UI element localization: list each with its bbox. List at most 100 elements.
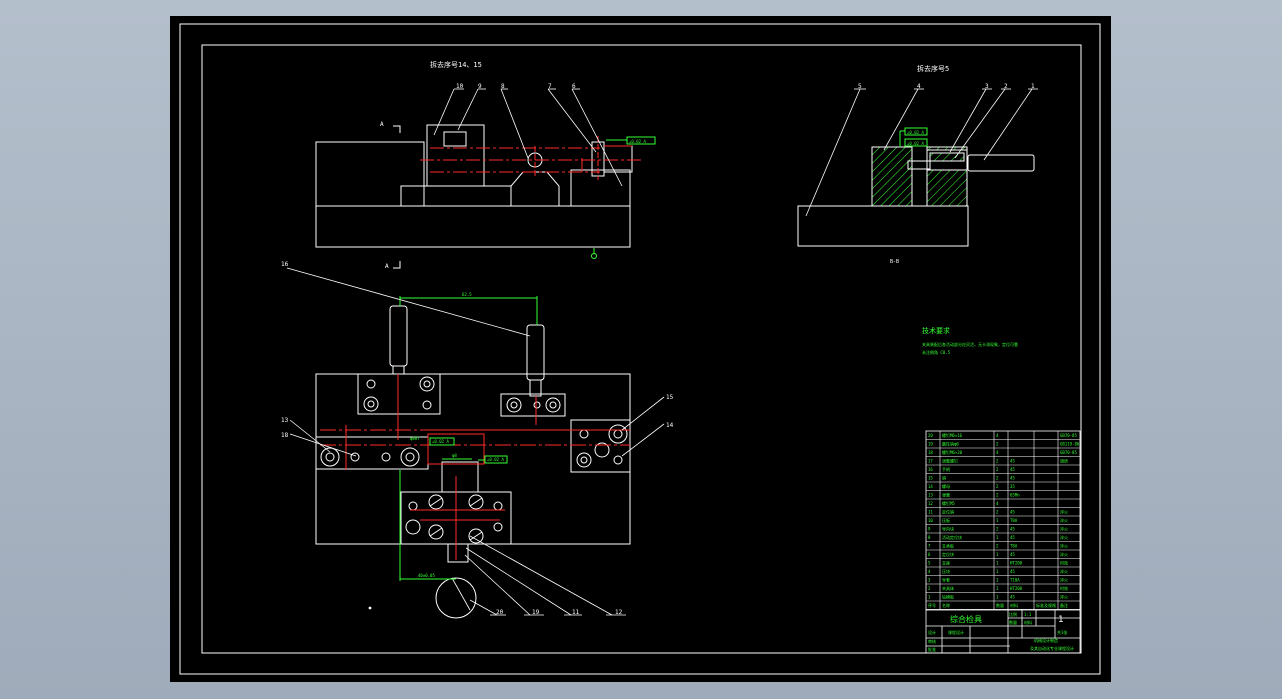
bom-cell: 45 xyxy=(1010,476,1015,481)
tolerance-5: ⊥0.02 A xyxy=(487,457,504,462)
bom-cell: 45 xyxy=(1010,467,1015,472)
title-approver-label: 批准 xyxy=(928,646,936,652)
bom-cell: 螺母 xyxy=(942,483,950,489)
title-scale-value: 1:1 xyxy=(1024,612,1032,617)
balloon-1: 1 xyxy=(1031,83,1035,90)
clamp-window xyxy=(443,131,467,147)
drawing-sheet xyxy=(170,16,1111,682)
balloon-9: 9 xyxy=(478,83,482,90)
notes-line-1: 夹具装配后各活动部分应灵活，无卡滞现象，定位可靠 xyxy=(922,341,1018,347)
balloon-18: 18 xyxy=(281,432,289,439)
bom-cell: 弹簧 xyxy=(942,492,950,498)
balloon-16: 16 xyxy=(281,261,289,268)
balloon-8: 8 xyxy=(501,83,505,90)
title-block: 综合检具 比例 1:1 1 数量 材料 共1张 设计 课程设计 审核 批准 机械… xyxy=(925,609,1081,654)
support-hatched xyxy=(871,146,913,207)
right-block xyxy=(570,169,631,207)
bom-cell: 2 xyxy=(996,493,999,498)
bom-cell: 45 xyxy=(1010,595,1015,600)
bom-cell: 45 xyxy=(1010,552,1015,557)
bom-cell: 35 xyxy=(1010,484,1015,489)
tolerance-left: ⊥0.02 A xyxy=(591,136,656,259)
bom-cell: 支承板 xyxy=(942,543,954,549)
bom-cell: 手柄 xyxy=(942,466,950,472)
title-scale-label: 比例 xyxy=(1009,611,1017,617)
balloon-13: 13 xyxy=(281,417,289,424)
title-name: 综合检具 xyxy=(950,614,982,624)
dim-fit: φ8H7 xyxy=(410,436,420,441)
bom-cell: 时效 xyxy=(1060,560,1068,566)
bom-cell: 导套 xyxy=(942,577,950,583)
bom-cell: HT200 xyxy=(1010,586,1023,591)
bom-cell: 1 xyxy=(996,552,999,557)
dimensions-plan: 62.5 40±0.05 ⊥0.02 A ⊥0.02 A φ8 φ8H7 xyxy=(399,292,538,581)
balloons-top-left: 10 9 8 7 6 xyxy=(433,83,623,187)
bom-cell: 2 xyxy=(996,442,999,447)
bom-cell: T8A xyxy=(1010,544,1018,549)
title-checker-label: 审核 xyxy=(928,638,936,644)
tolerance-3: ⊥0.02 A xyxy=(907,141,924,146)
bom-cell: 淬火 xyxy=(1060,551,1068,557)
bom-cell: 淬火 xyxy=(1060,534,1068,540)
bom-cell: 1 xyxy=(996,578,999,583)
title-designer: 课程设计 xyxy=(948,629,964,635)
bom-cell: 淬火 xyxy=(1060,568,1068,574)
bom-cell: 4 xyxy=(996,433,999,438)
balloon-10: 10 xyxy=(456,83,464,90)
bore-insert xyxy=(929,152,965,162)
bom-cell: 11 xyxy=(928,510,933,515)
bom-cell: 销 xyxy=(942,475,946,481)
dim-bottom-width: 40±0.05 xyxy=(418,573,435,578)
tolerance-right: ⊥0.02 A ⊥0.02 A xyxy=(899,127,928,147)
bom-cell: 压块 xyxy=(942,568,950,574)
dim-top-width: 62.5 xyxy=(462,292,472,297)
balloon-20: 20 xyxy=(496,609,504,616)
bom-cell: 20 xyxy=(928,433,933,438)
tolerance-1: ⊥0.02 A xyxy=(629,139,646,144)
bom-cell: GB70-85 xyxy=(1060,433,1077,438)
notes-line-2: 未注倒角 C0.5 xyxy=(922,349,951,355)
bom-cell: 2 xyxy=(996,467,999,472)
bom-cell: 45 xyxy=(1010,510,1015,515)
bom-cell: 45 xyxy=(1010,527,1015,532)
bom-header-cell: 备注 xyxy=(1060,602,1068,608)
section-label-a-bottom: A xyxy=(385,263,389,270)
bom-cell: 15 xyxy=(928,476,933,481)
centerlines-left xyxy=(420,136,642,180)
title-designer-label: 设计 xyxy=(928,629,936,635)
bom-cell: 2 xyxy=(996,510,999,515)
bom-cell: 12 xyxy=(928,501,933,506)
balloons-top-right: 5 4 3 2 1 xyxy=(805,83,1038,217)
view-title-1: 拆去序号14、15 xyxy=(430,60,482,69)
bom-cell: 夹具体 xyxy=(942,585,954,591)
title-sheet-label: 共1张 xyxy=(1057,629,1067,635)
tolerance-2: ⊥0.02 A xyxy=(907,130,924,135)
balloon-19: 19 xyxy=(532,609,540,616)
bom-header-cell: 名称 xyxy=(942,602,950,608)
bom-cell: 淬火 xyxy=(1060,517,1068,523)
balloon-7: 7 xyxy=(548,83,552,90)
balloon-14: 14 xyxy=(666,422,674,429)
title-school-2: 及其自动化专业课程设计 xyxy=(1030,645,1074,651)
balloons-plan: 16 15 14 13 18 19 12 11 20 xyxy=(281,261,674,616)
bom-cell: 导向块 xyxy=(942,526,954,532)
bom-cell: 活动定位块 xyxy=(942,534,962,540)
bom-cell: 支座 xyxy=(942,560,950,566)
pin-shank xyxy=(907,160,931,170)
bom-cell: 螺钉M6×16 xyxy=(942,432,963,438)
bom-cell: 调整螺钉 xyxy=(942,458,958,464)
bom-cell: 13 xyxy=(928,493,933,498)
balloon-6: 6 xyxy=(572,83,576,90)
bom-cell: 2 xyxy=(996,484,999,489)
bom-cell: HT200 xyxy=(1010,561,1023,566)
bom-cell: 10 xyxy=(928,518,933,523)
bom-cell: 2 xyxy=(996,459,999,464)
bom-cell: 6 xyxy=(928,552,931,557)
bom-cell: 17 xyxy=(928,459,933,464)
tolerance-4: ⊥0.02 A xyxy=(432,439,449,444)
bom-cell: 65Mn xyxy=(1010,493,1020,498)
bom-cell: 淬火 xyxy=(1060,509,1068,515)
bom-cell: 定位销 xyxy=(942,509,954,515)
guide-block-left xyxy=(357,373,441,415)
